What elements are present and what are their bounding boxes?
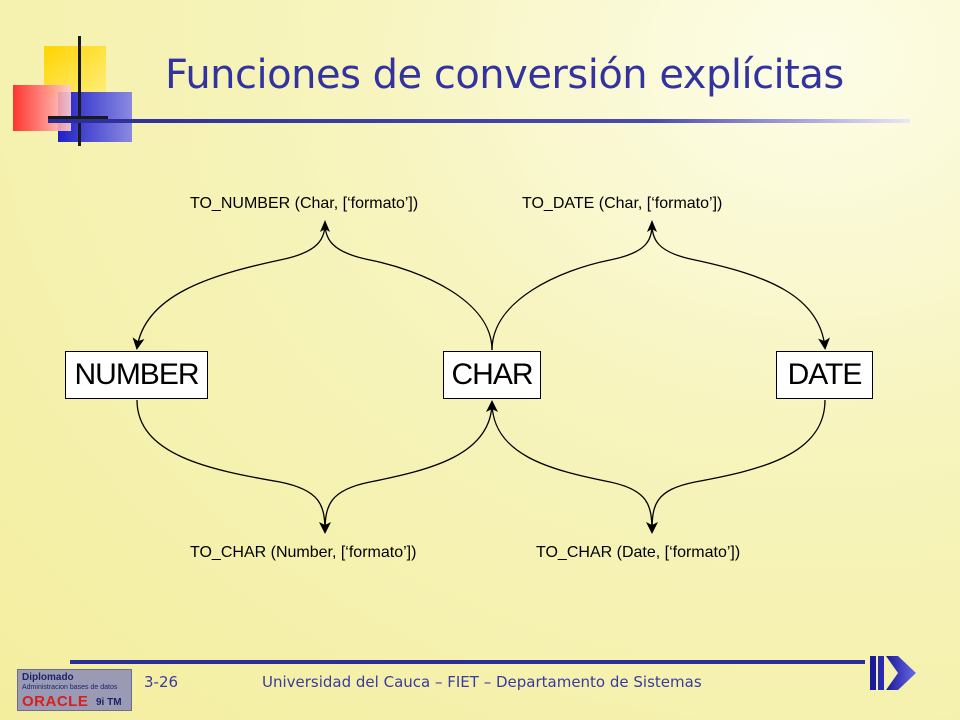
- logo-line-version: 9i TM: [96, 697, 122, 708]
- slide-title: Funciones de conversión explícitas: [165, 52, 844, 98]
- footer-text: Universidad del Cauca – FIET – Departame…: [262, 673, 702, 691]
- node-number: NUMBER: [65, 351, 208, 399]
- label-to-char-date: TO_CHAR (Date, [‘formato’]): [536, 544, 741, 561]
- slide-number: 3-26: [144, 673, 179, 691]
- arrowhead-to-date-fn: [647, 220, 657, 232]
- logo-line-diplomado: Diplomado: [22, 672, 74, 683]
- node-date: DATE: [776, 351, 873, 399]
- next-slide-arrow-icon[interactable]: [868, 652, 920, 694]
- logo-line-program: Administracion bases de datos: [22, 684, 118, 691]
- label-to-number: TO_NUMBER (Char, [‘formato’]): [190, 195, 419, 212]
- edge-char-to-date-down: [651, 221, 831, 350]
- edge-char-to-number: [324, 221, 493, 351]
- edge-number-to-char-up: [324, 400, 498, 533]
- edge-date-to-char: [646, 399, 826, 534]
- title-rule: [48, 119, 910, 123]
- edge-number-to-char: [136, 399, 331, 534]
- label-to-char-number: TO_CHAR (Number, [‘formato’]): [190, 544, 417, 561]
- edge-char-to-number-down: [132, 221, 326, 350]
- diplomado-oracle-logo: Diplomado Administracion bases de datos …: [17, 669, 132, 711]
- arrowhead-to-number-fn: [320, 220, 330, 232]
- node-char: CHAR: [443, 351, 541, 399]
- logo-line-oracle: ORACLE: [22, 693, 89, 710]
- color-squares-icon: [13, 36, 132, 146]
- label-to-date: TO_DATE (Char, [‘formato’]): [522, 195, 723, 212]
- edge-date-to-char-up: [491, 401, 653, 533]
- edge-char-to-date: [491, 221, 653, 351]
- footer-rule: [70, 660, 865, 664]
